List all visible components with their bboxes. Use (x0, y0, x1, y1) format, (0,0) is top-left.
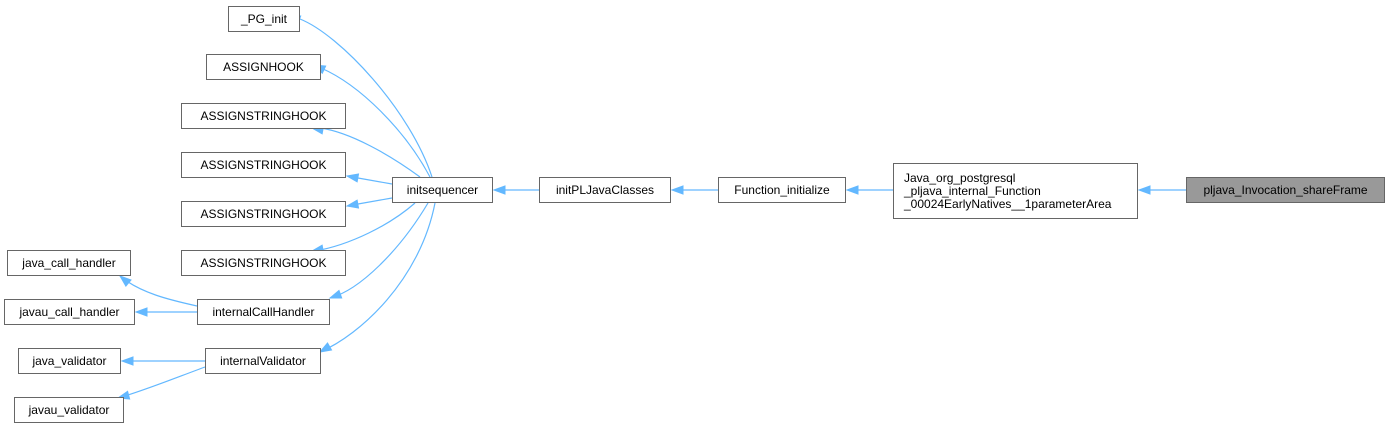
node-assignstringhook-2[interactable]: ASSIGNSTRINGHOOK (181, 152, 346, 178)
node-java-call-handler[interactable]: java_call_handler (7, 250, 131, 276)
edge-initseq-to-ash2-arrowhead (345, 173, 360, 183)
edge-initseq-to-iv-arrowhead (318, 342, 333, 353)
node-label: ASSIGNSTRINGHOOK (200, 255, 327, 270)
node-pg-init[interactable]: _PG_init (228, 6, 300, 32)
node-label: ASSIGNHOOK (223, 59, 304, 74)
node-label: ASSIGNSTRINGHOOK (200, 157, 327, 172)
node-label-line-1: Java_org_postgresql (904, 170, 1016, 185)
edge-initseq-to-iv (319, 202, 436, 353)
node-label: initPLJavaClasses (555, 182, 655, 197)
edge-initpl-to-initseq-arrowhead (492, 185, 506, 195)
edge-iv-to-juv (117, 366, 206, 399)
node-label: _PG_init (240, 11, 288, 26)
node-label: initsequencer (406, 182, 479, 197)
node-label: java_call_handler (22, 255, 116, 270)
node-label: javau_call_handler (19, 304, 120, 319)
node-label: internalValidator (220, 353, 306, 368)
node-label: javau_validator (28, 402, 110, 417)
node-label-line-2: _pljava_internal_Function (904, 183, 1041, 198)
edge-root-to-javaorg-arrowhead (1137, 185, 1151, 195)
edge-initseq-to-assignhook (320, 67, 431, 178)
node-label: java_validator (32, 353, 107, 368)
node-internal-call-handler[interactable]: internalCallHandler (197, 299, 330, 325)
edge-initseq-to-ich-arrowhead (328, 289, 343, 299)
node-label: Function_initialize (734, 182, 830, 197)
node-label: pljava_Invocation_shareFrame (1203, 182, 1368, 197)
edge-initseq-to-ash3-arrowhead (345, 199, 360, 209)
edge-ich-to-jch-arrowhead (118, 275, 132, 288)
node-label: ASSIGNSTRINGHOOK (200, 108, 327, 123)
edge-ich-to-juch-arrowhead (134, 307, 148, 317)
node-assignstringhook-1[interactable]: ASSIGNSTRINGHOOK (181, 103, 346, 129)
edge-initseq-to-ash2 (357, 177, 393, 185)
node-init-pljava-classes[interactable]: initPLJavaClasses (539, 177, 671, 203)
edge-initseq-to-ash4 (314, 202, 416, 252)
node-pljava-invocation-shareframe: pljava_Invocation_shareFrame (1186, 177, 1385, 203)
edge-initseq-to-ash3 (357, 197, 393, 205)
edge-initseq-to-pginit (299, 18, 433, 178)
node-function-initialize[interactable]: Function_initialize (718, 177, 846, 203)
node-assignstringhook-4[interactable]: ASSIGNSTRINGHOOK (181, 250, 346, 276)
node-initsequencer[interactable]: initsequencer (392, 177, 493, 203)
node-javau-call-handler[interactable]: javau_call_handler (4, 299, 135, 325)
edge-funcinit-to-initpl-arrowhead (670, 185, 684, 195)
node-javau-validator[interactable]: javau_validator (14, 397, 124, 423)
node-internal-validator[interactable]: internalValidator (205, 348, 321, 374)
edge-iv-to-jv-arrowhead (120, 356, 134, 366)
edge-initseq-to-ash1 (319, 127, 421, 178)
node-java-validator[interactable]: java_validator (18, 348, 121, 374)
node-label: ASSIGNSTRINGHOOK (200, 206, 327, 221)
node-assignhook[interactable]: ASSIGNHOOK (206, 54, 321, 80)
node-label: internalCallHandler (212, 304, 315, 319)
edge-javaorg-to-funcinit-arrowhead (845, 185, 859, 195)
node-java-org-postgresql-parameter-area[interactable]: Java_org_postgresql _pljava_internal_Fun… (893, 163, 1138, 219)
node-label-line-3: _00024EarlyNatives__1parameterArea (904, 196, 1112, 211)
node-assignstringhook-3[interactable]: ASSIGNSTRINGHOOK (181, 201, 346, 227)
